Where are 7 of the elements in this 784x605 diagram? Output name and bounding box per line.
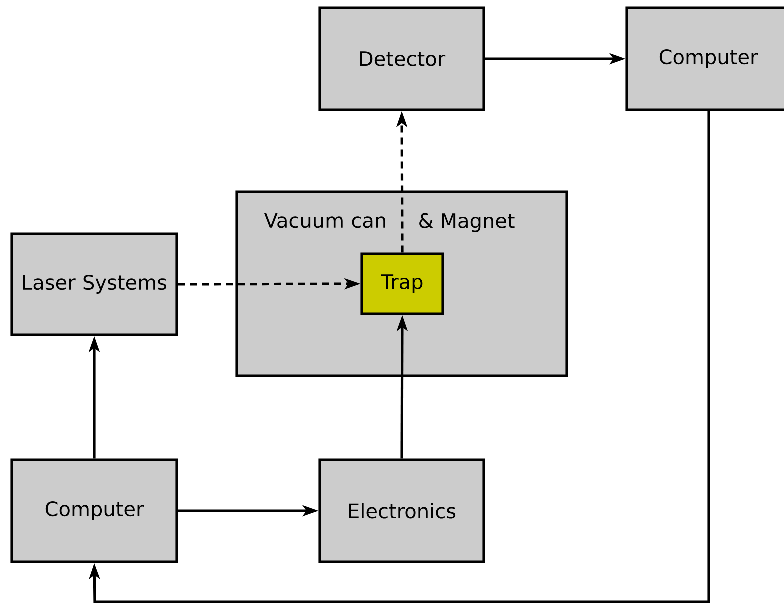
arrow <box>89 110 710 604</box>
laser-box: Laser Systems <box>10 232 178 336</box>
detector-box: Detector <box>318 6 486 112</box>
computer-box: Computer <box>626 6 784 112</box>
electronics-box: Electronics <box>318 458 486 564</box>
trap-box: Trap <box>360 252 444 316</box>
computer-box: Computer <box>10 458 178 564</box>
